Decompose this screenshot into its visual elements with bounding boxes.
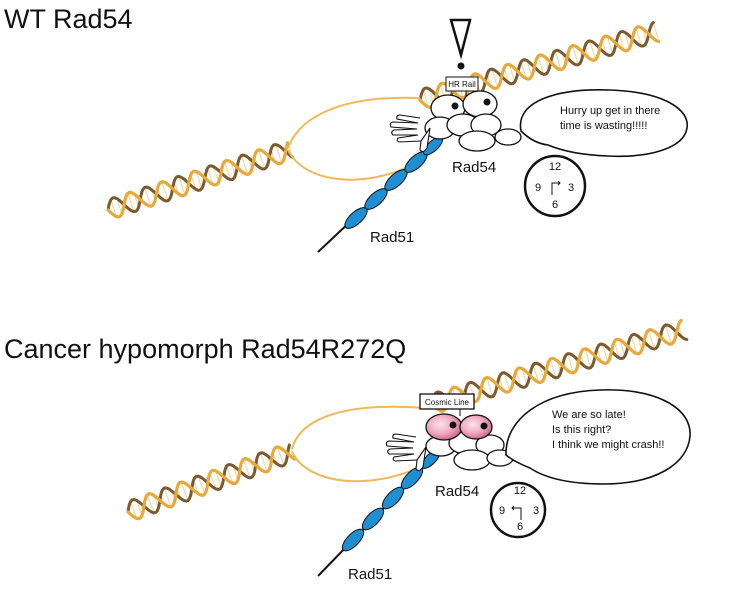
dna-strand <box>108 143 288 217</box>
speech-line: time is wasting!!!!! <box>560 120 647 132</box>
eye-icon <box>452 103 459 110</box>
svg-text:6: 6 <box>552 199 558 211</box>
panel-title: WT Rad54 <box>4 4 133 34</box>
panel-title: Cancer hypomorph Rad54R272Q <box>4 334 406 364</box>
rad51-label: Rad51 <box>370 229 414 246</box>
warning-sign <box>451 20 470 70</box>
panel-wt: WT Rad54 HR Rail <box>4 4 687 252</box>
svg-text:12: 12 <box>549 161 561 173</box>
svg-text:3: 3 <box>533 505 539 517</box>
rad54-protein <box>386 414 513 471</box>
dna-helix-left <box>108 143 292 217</box>
speech-line: Is this right? <box>552 424 611 436</box>
svg-text:6: 6 <box>517 521 523 533</box>
rad54-protein <box>390 91 521 152</box>
hand-icon <box>386 434 426 471</box>
rad51-label: Rad51 <box>348 566 392 583</box>
eye-icon <box>450 422 457 429</box>
rad51-filament <box>318 447 443 576</box>
speech-line: I think we might crash!! <box>552 439 665 451</box>
rad54-label: Rad54 <box>435 483 479 500</box>
svg-text:3: 3 <box>568 182 574 194</box>
rad54-label: Rad54 <box>452 159 496 176</box>
speech-bubble: Hurry up get in there time is wasting!!!… <box>520 90 687 156</box>
svg-text:9: 9 <box>535 182 541 194</box>
speech-bubble: We are so late! Is this right? I think w… <box>506 390 690 484</box>
track-sign-label: HR Rail <box>448 80 476 89</box>
dna-helix-left <box>128 445 295 519</box>
svg-text:12: 12 <box>514 485 526 497</box>
svg-text:9: 9 <box>499 505 505 517</box>
clock-icon: 12 3 6 9 <box>525 156 585 216</box>
panel-mutant: Cancer hypomorph Rad54R272Q Cosmic Line <box>4 321 690 584</box>
eye-icon <box>484 99 491 106</box>
hand-icon <box>390 115 430 152</box>
speech-line: We are so late! <box>552 409 626 421</box>
speech-line: Hurry up get in there <box>560 105 660 117</box>
track-sign-label: Cosmic Line <box>425 398 470 407</box>
track-sign: Cosmic Line <box>420 394 474 416</box>
eye-icon <box>481 423 488 430</box>
clock-icon: 12 3 6 9 <box>491 483 545 537</box>
